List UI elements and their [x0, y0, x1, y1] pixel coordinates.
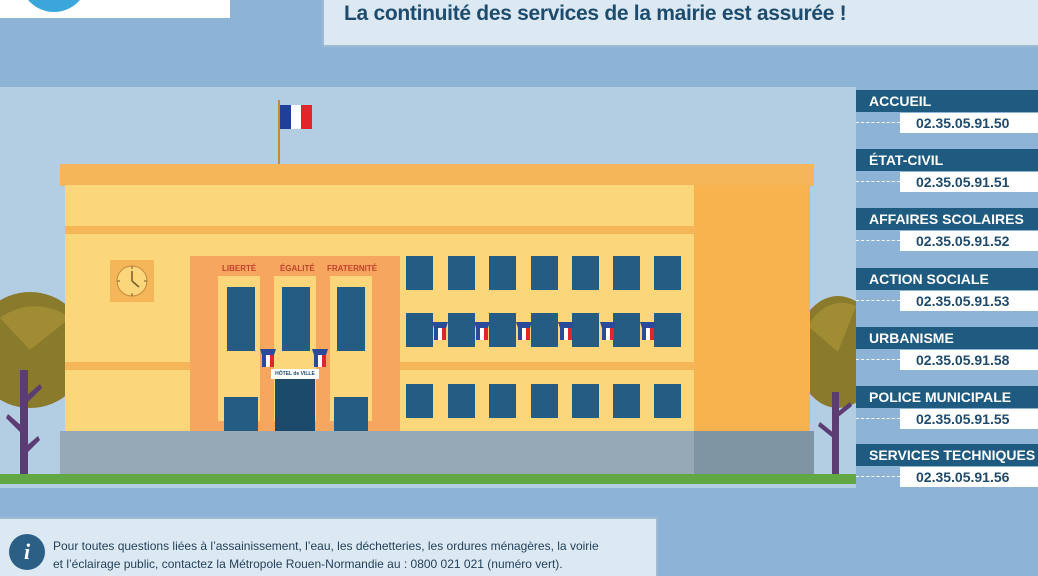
- clock-icon: [116, 265, 148, 297]
- service-phone: 02.35.05.91.58: [900, 350, 1038, 370]
- service-name: SERVICES TECHNIQUES: [856, 444, 1038, 466]
- divider: [856, 300, 900, 301]
- divider: [856, 418, 900, 419]
- divider: [856, 359, 900, 360]
- service-phone: 02.35.05.91.56: [900, 467, 1038, 487]
- service-phone: 02.35.05.91.53: [900, 291, 1038, 311]
- divider: [856, 476, 900, 477]
- flag-pole: [278, 100, 280, 166]
- window-grid: [406, 256, 682, 420]
- headline: La continuité des services de la mairie …: [344, 2, 847, 25]
- divider: [856, 181, 900, 182]
- service-name: AFFAIRES SCOLAIRES: [856, 208, 1038, 230]
- service-phone: 02.35.05.91.52: [900, 231, 1038, 251]
- divider: [856, 240, 900, 241]
- service-phone: 02.35.05.91.50: [900, 113, 1038, 133]
- info-text-line-2: et l’éclairage public, contactez la Métr…: [53, 557, 563, 571]
- french-flag-icon: [280, 105, 312, 129]
- service-name: ÉTAT-CIVIL: [856, 149, 1038, 171]
- window: [282, 287, 310, 351]
- window: [224, 397, 258, 431]
- service-name: ACTION SOCIALE: [856, 268, 1038, 290]
- window: [227, 287, 255, 351]
- info-text-line-1: Pour toutes questions liées à l’assainis…: [53, 539, 599, 553]
- motto-fraternite: FRATERNITÉ: [327, 264, 378, 273]
- building-base-side: [694, 431, 814, 481]
- tricolor-bunting: [256, 320, 666, 370]
- grass: [0, 474, 856, 484]
- facade-stripe: [65, 226, 695, 234]
- motto-egalite: ÉGALITÉ: [280, 264, 315, 273]
- window: [337, 287, 365, 351]
- service-name: ACCUEIL: [856, 90, 1038, 112]
- motto-liberte: LIBERTÉ: [222, 264, 257, 273]
- headline-banner: La continuité des services de la mairie …: [322, 0, 1038, 47]
- info-icon: i: [9, 534, 45, 570]
- building-base: [60, 431, 694, 481]
- divider: [856, 122, 900, 123]
- service-phone: 02.35.05.91.51: [900, 172, 1038, 192]
- service-name: URBANISME: [856, 327, 1038, 349]
- window: [334, 397, 368, 431]
- service-phone: 02.35.05.91.55: [900, 409, 1038, 429]
- door-sign: HÔTEL de VILLE: [271, 369, 319, 379]
- service-name: POLICE MUNICIPALE: [856, 386, 1038, 408]
- info-box: [0, 517, 658, 576]
- building-side: [694, 185, 810, 431]
- front-door: [275, 378, 315, 431]
- roof-band: [60, 164, 814, 186]
